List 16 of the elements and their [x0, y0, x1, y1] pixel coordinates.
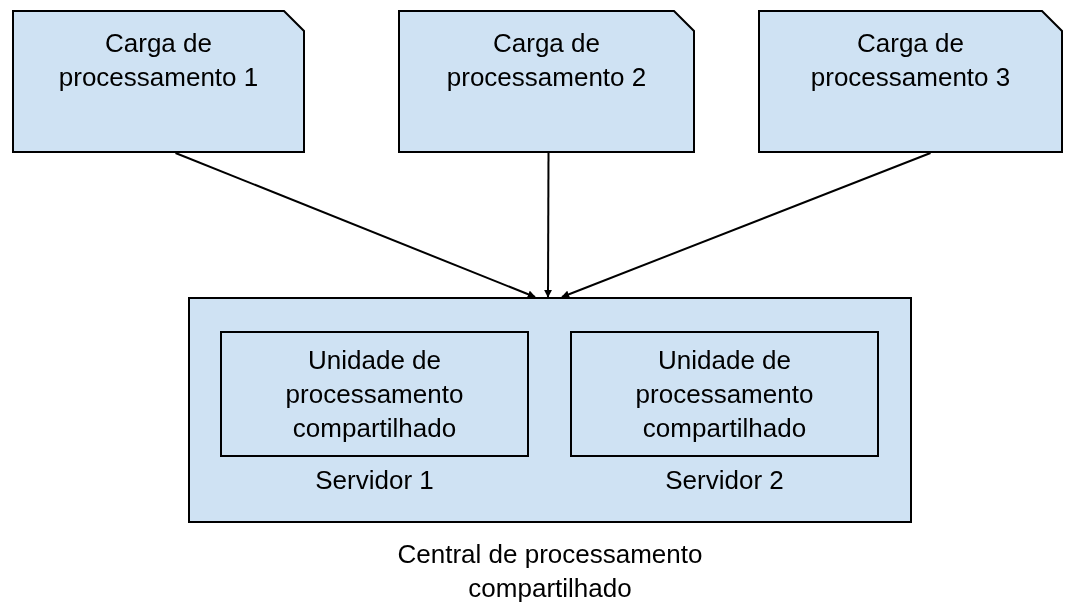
process-box [570, 331, 879, 457]
server-label: Servidor 1 [314, 464, 435, 497]
node-label: Unidade de processamento compartilhado [634, 344, 815, 445]
process-box [220, 331, 529, 457]
node-label: Carga de processamento 1 [57, 27, 260, 94]
arrow [174, 152, 536, 299]
node-label: Carga de processamento 2 [445, 27, 648, 94]
document-shape [398, 10, 695, 153]
node-label: Unidade de processamento compartilhado [284, 344, 465, 445]
arrow [561, 152, 932, 299]
group-heading: Central de processamento compartilhado [396, 538, 704, 605]
document-shape [12, 10, 305, 153]
node-label: Carga de processamento 3 [809, 27, 1012, 94]
document-shape [758, 10, 1063, 153]
arrow [544, 152, 552, 298]
server-label: Servidor 2 [664, 464, 785, 497]
